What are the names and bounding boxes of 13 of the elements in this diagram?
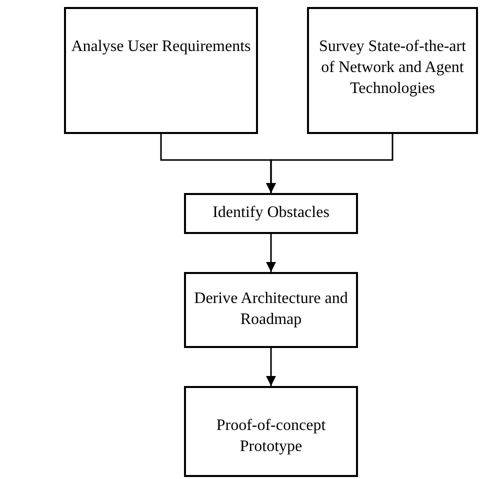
arrow <box>266 348 276 386</box>
process-box <box>184 272 358 348</box>
box-label: Survey State-of-the-art of Network and Agent Technologies <box>318 37 468 99</box>
process-box <box>184 386 358 477</box>
arrow <box>266 134 394 193</box>
arrow <box>266 234 276 272</box>
box-label: Analyse User Requirements <box>71 37 251 57</box>
box-label: Identify Obstacles <box>212 203 330 224</box>
process-box <box>184 193 358 234</box>
process-box <box>64 7 258 134</box>
process-box <box>307 7 478 134</box>
box-label: Derive Architecture and Roadmap <box>193 289 349 330</box>
box-label: Proof-of-concept Prototype <box>215 416 327 457</box>
